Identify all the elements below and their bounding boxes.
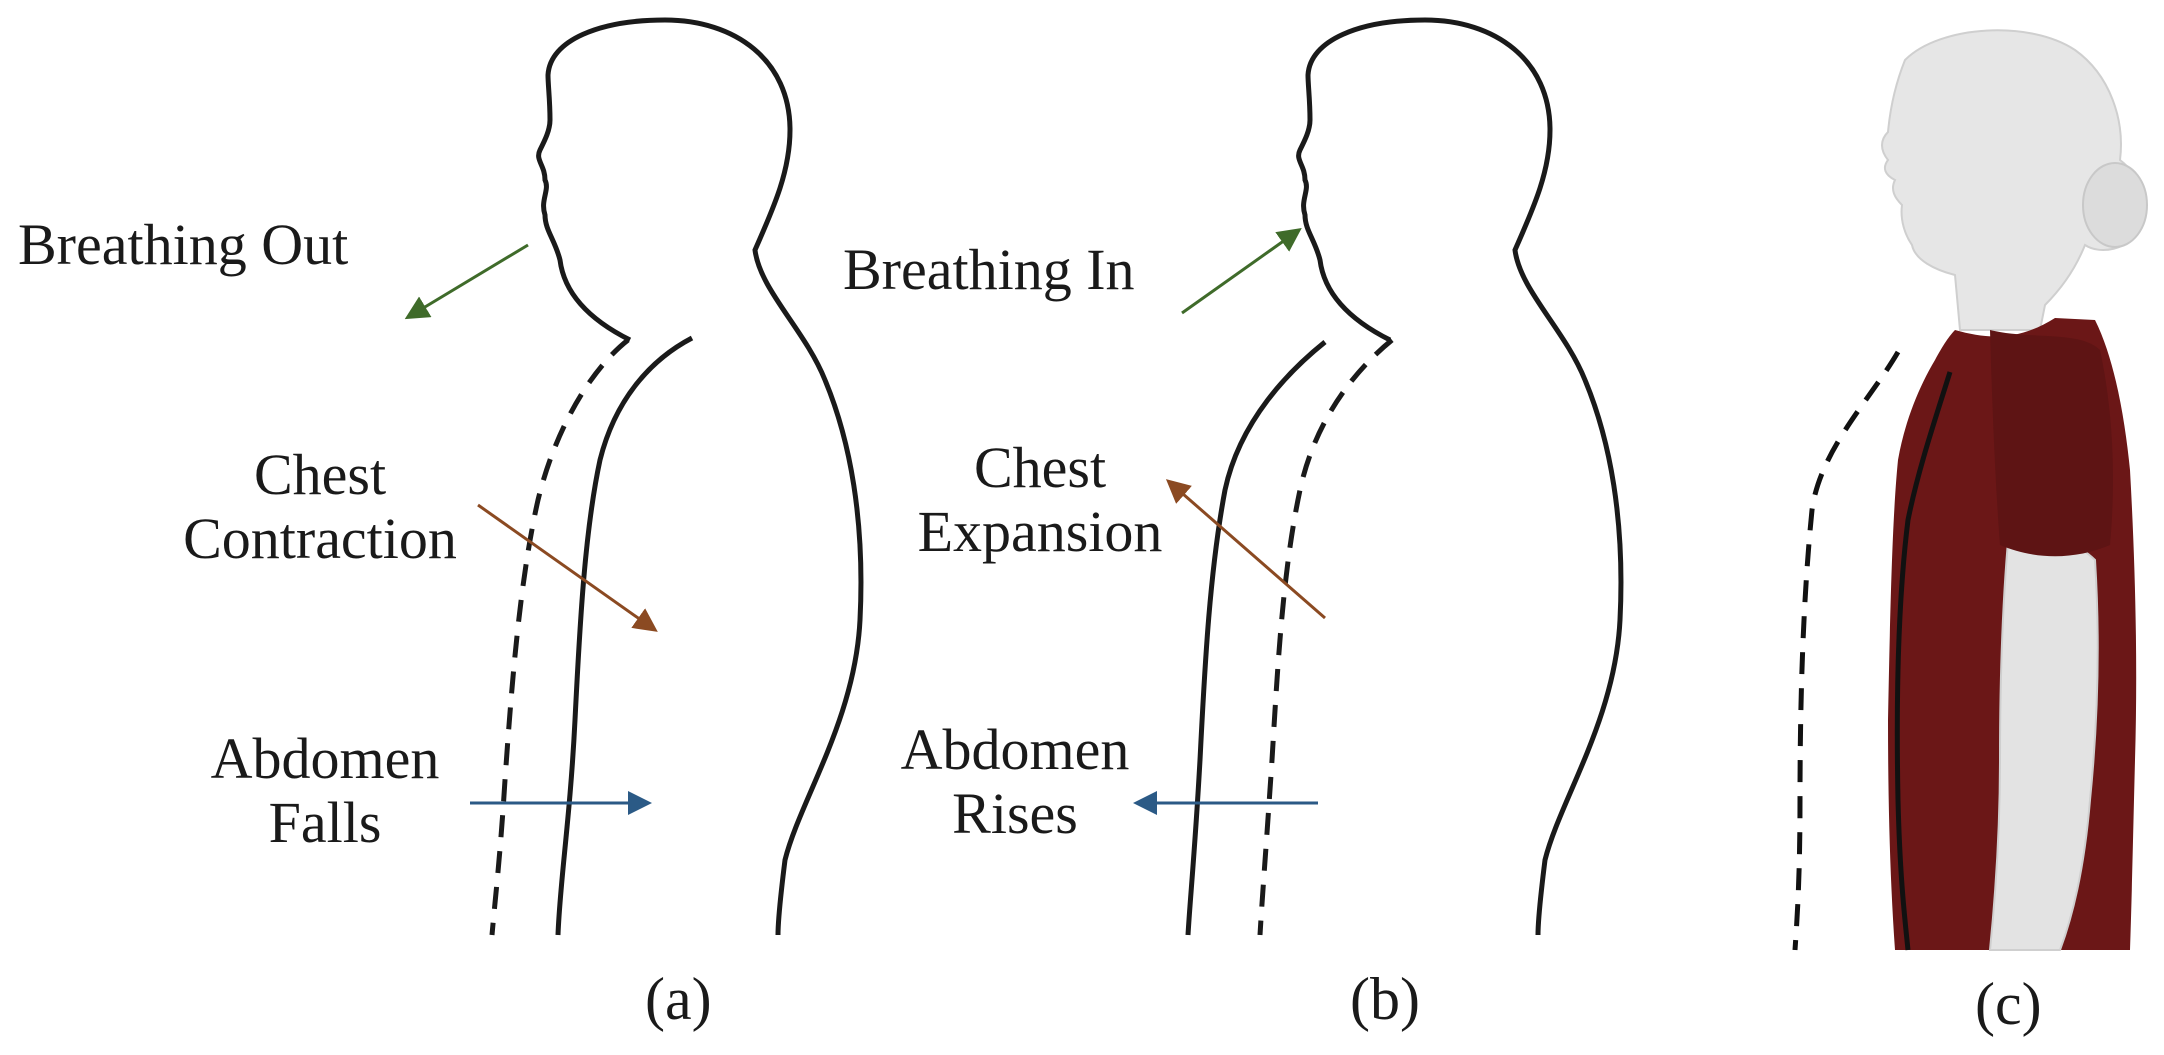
chest-line-solid-b <box>1185 340 1327 936</box>
chest-contraction-label: Chest Contraction <box>150 443 490 571</box>
abdomen-falls-label: Abdomen Falls <box>180 727 470 855</box>
body-outline-b <box>1296 17 1624 936</box>
chest-expansion-line1: Chest <box>973 435 1107 500</box>
caption-a: (a) <box>645 966 712 1032</box>
chest-contraction-line2: Contraction <box>183 506 457 571</box>
mannequin-head <box>1881 29 2145 331</box>
abdomen-rises-label: Abdomen Rises <box>870 718 1160 846</box>
breath-arrow-a <box>404 243 529 320</box>
breathing-out-label: Breathing Out <box>18 212 349 277</box>
chest-expansion-label: Chest Expansion <box>880 436 1200 564</box>
breath-arrow-b <box>1181 228 1302 315</box>
panel-a <box>404 17 864 936</box>
abdomen-rises-line1: Abdomen <box>900 717 1130 782</box>
panel-c <box>1792 29 2148 951</box>
mannequin-arm <box>1988 518 2099 951</box>
panel-b <box>1133 17 1624 936</box>
caption-c: (c) <box>1975 971 2042 1037</box>
abdomen-falls-line1: Abdomen <box>210 726 440 791</box>
chest-line-dashed-c <box>1792 350 1901 951</box>
chest-expansion-line2: Expansion <box>917 499 1163 564</box>
chest-line-solid-c <box>1894 371 1953 951</box>
sleeve <box>1990 330 2113 557</box>
chest-arrow-a <box>477 503 658 632</box>
chest-arrow-b <box>1165 479 1326 620</box>
breathing-in-label: Breathing In <box>843 237 1135 302</box>
abdomen-falls-line2: Falls <box>268 790 382 855</box>
chest-contraction-line1: Chest <box>253 442 387 507</box>
chest-line-dashed-a <box>489 338 630 936</box>
caption-b: (b) <box>1350 966 1420 1032</box>
abdomen-rises-line2: Rises <box>952 781 1078 846</box>
chest-line-solid-a <box>555 335 694 936</box>
body-outline-a <box>536 17 864 936</box>
chest-line-dashed-b <box>1257 338 1394 936</box>
hair-bun <box>2082 162 2148 248</box>
